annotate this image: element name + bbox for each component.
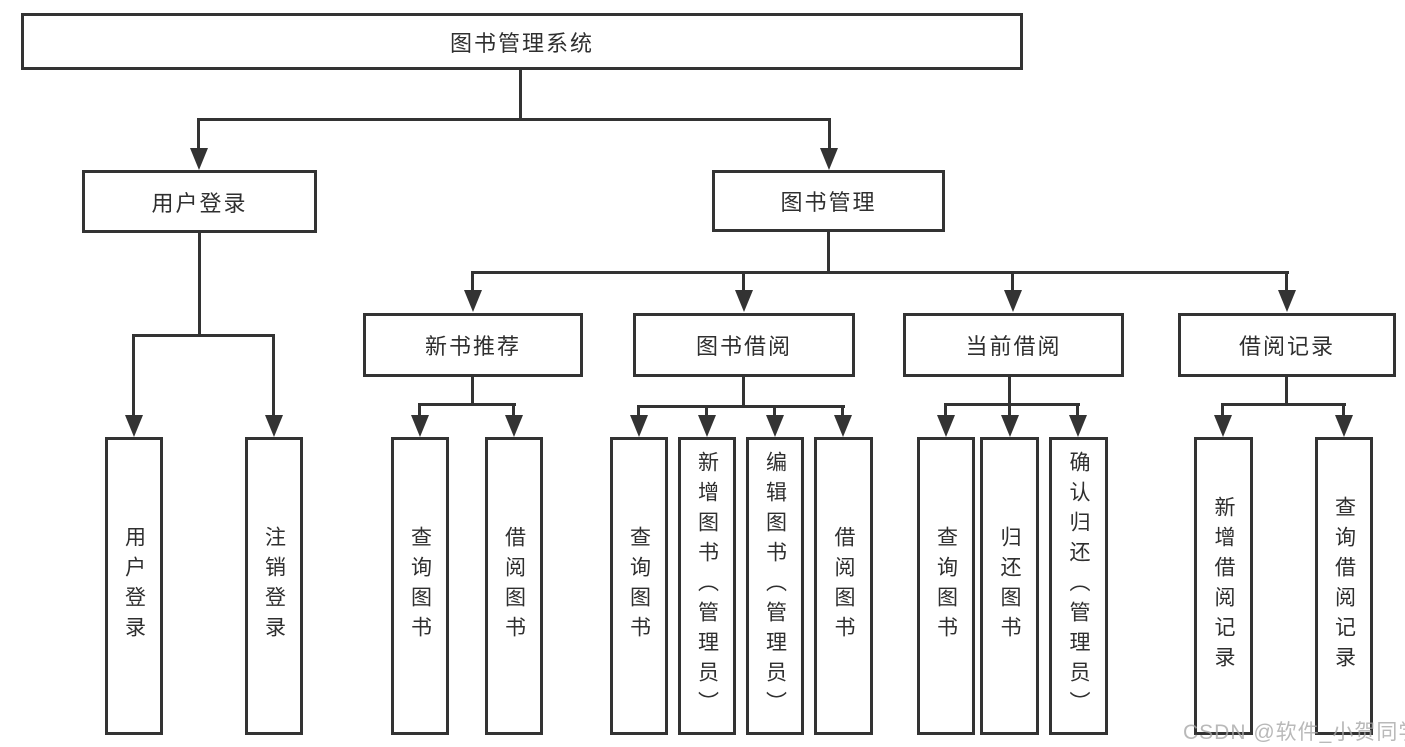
connector-line (773, 405, 776, 418)
connector-line (132, 334, 135, 418)
arrow-down-icon (1004, 290, 1022, 312)
leaf-confirm-return-admin: 确认归还（管理员） (1049, 437, 1108, 735)
connector-line (1008, 375, 1011, 405)
connector-line (198, 233, 201, 336)
connector-line (827, 230, 830, 273)
connector-line (1011, 271, 1014, 293)
connector-line (828, 118, 831, 152)
node-label: 查询图书 (408, 526, 432, 646)
leaf-borrow-books-recommend: 借阅图书 (485, 437, 543, 735)
arrow-down-icon (820, 148, 838, 170)
arrow-down-icon (1335, 415, 1353, 437)
connector-line (1008, 403, 1011, 418)
arrow-down-icon (190, 148, 208, 170)
node-label: 查询图书 (627, 526, 651, 646)
arrow-down-icon (125, 415, 143, 437)
arrow-down-icon (1069, 415, 1087, 437)
node-new-book-recommend: 新书推荐 (363, 313, 583, 377)
node-label: 新增借阅记录 (1212, 496, 1236, 676)
node-label: 当前借阅 (965, 334, 1062, 359)
connector-line (512, 403, 515, 418)
leaf-query-books-borrowing: 查询图书 (610, 437, 668, 735)
connector-line (742, 374, 745, 407)
connector-line (1285, 271, 1288, 293)
node-label: 注销登录 (262, 526, 286, 646)
connector-line (944, 403, 1080, 406)
node-label: 图书借阅 (695, 334, 792, 359)
connector-line (418, 403, 421, 418)
arrow-down-icon (265, 415, 283, 437)
leaf-query-books-recommend: 查询图书 (391, 437, 449, 735)
arrow-down-icon (1214, 415, 1232, 437)
node-library-management-system: 图书管理系统 (21, 13, 1023, 70)
connector-line (944, 403, 947, 418)
connector-line (1221, 403, 1224, 418)
arrow-down-icon (630, 415, 648, 437)
node-user-login: 用户登录 (82, 170, 317, 233)
arrow-down-icon (834, 415, 852, 437)
node-label: 新书推荐 (424, 334, 521, 359)
leaf-add-borrow-record: 新增借阅记录 (1194, 437, 1253, 735)
node-label: 借阅图书 (832, 526, 856, 646)
leaf-return-books: 归还图书 (980, 437, 1039, 735)
arrow-down-icon (766, 415, 784, 437)
leaf-query-borrow-record: 查询借阅记录 (1315, 437, 1373, 735)
arrow-down-icon (464, 290, 482, 312)
connector-line (1342, 403, 1345, 418)
node-label: 借阅图书 (502, 526, 526, 646)
connector-line (197, 118, 200, 152)
arrow-down-icon (735, 290, 753, 312)
connector-line (705, 405, 708, 418)
node-label: 查询图书 (934, 526, 958, 646)
connector-line (272, 334, 275, 418)
connector-line (418, 403, 516, 406)
leaf-edit-books-admin: 编辑图书（管理员） (746, 437, 804, 735)
connector-line (841, 405, 844, 418)
leaf-borrow-books: 借阅图书 (814, 437, 873, 735)
leaf-logout: 注销登录 (245, 437, 303, 735)
arrow-down-icon (1278, 290, 1296, 312)
connector-line (742, 271, 745, 293)
arrow-down-icon (411, 415, 429, 437)
connector-line (637, 405, 845, 408)
node-book-management: 图书管理 (712, 170, 945, 232)
connector-line (519, 70, 522, 120)
node-label: 新增图书（管理员） (695, 451, 719, 721)
connector-line (1221, 403, 1346, 406)
watermark-text: CSDN @软件_小贺同学 (1183, 721, 1405, 744)
connector-line (471, 375, 474, 405)
arrow-down-icon (937, 415, 955, 437)
node-label: 查询借阅记录 (1332, 496, 1356, 676)
node-label: 用户登录 (122, 526, 146, 646)
node-label: 用户登录 (151, 190, 248, 216)
arrow-down-icon (505, 415, 523, 437)
node-current-borrowing: 当前借阅 (903, 313, 1124, 377)
connector-line (1076, 403, 1079, 418)
node-book-borrowing: 图书借阅 (633, 313, 855, 377)
node-label: 图书管理 (780, 190, 877, 215)
connector-line (197, 118, 831, 121)
node-label: 确认归还（管理员） (1067, 451, 1091, 721)
node-label: 借阅记录 (1238, 334, 1335, 359)
connector-line (471, 271, 474, 293)
node-label: 归还图书 (998, 526, 1022, 646)
arrow-down-icon (698, 415, 716, 437)
node-label: 图书管理系统 (449, 30, 594, 56)
node-borrowing-records: 借阅记录 (1178, 313, 1396, 377)
connector-line (132, 334, 275, 337)
leaf-query-books-current: 查询图书 (917, 437, 975, 735)
connector-line (1285, 375, 1288, 405)
leaf-user-login: 用户登录 (105, 437, 163, 735)
connector-line (471, 271, 1289, 274)
node-label: 编辑图书（管理员） (763, 451, 787, 721)
arrow-down-icon (1001, 415, 1019, 437)
connector-line (637, 405, 640, 418)
leaf-add-books-admin: 新增图书（管理员） (678, 437, 736, 735)
